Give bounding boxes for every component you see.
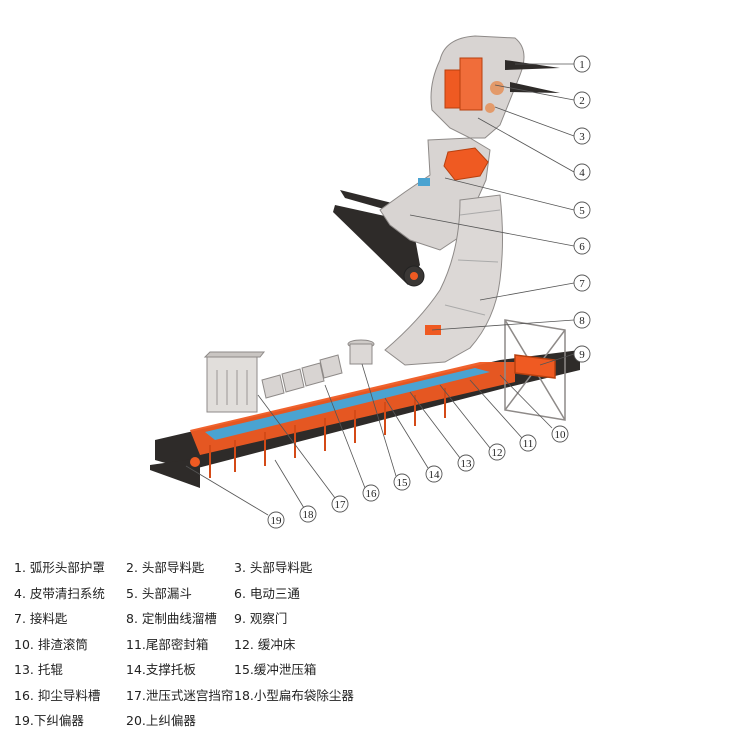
callout-number: 9 <box>579 349 585 361</box>
callout-circle <box>331 495 349 513</box>
callout-14: 14 <box>425 465 443 483</box>
callout-number: 5 <box>579 205 585 217</box>
legend-item: 20.上纠偏器 <box>126 713 196 728</box>
callout-number: 2 <box>579 95 585 107</box>
pressure-relief-box <box>347 339 375 365</box>
legend-item: 8. 定制曲线溜槽 <box>126 611 217 626</box>
callout-circle <box>573 274 591 292</box>
callout-circle <box>573 55 591 73</box>
legend-item: 13. 托辊 <box>14 662 63 677</box>
callout-circle <box>488 443 506 461</box>
callout-8: 8 <box>573 311 591 329</box>
legend-item: 3. 头部导料匙 <box>234 560 313 575</box>
callout-circle <box>425 465 443 483</box>
main-belt-conveyor <box>150 350 580 488</box>
callout-circle <box>457 454 475 472</box>
callout-19: 19 <box>267 511 285 529</box>
callout-circle <box>551 425 569 443</box>
callout-6: 6 <box>573 237 591 255</box>
callout-number: 13 <box>461 458 473 470</box>
callout-number: 18 <box>303 509 315 521</box>
callout-circle <box>362 484 380 502</box>
legend-item: 4. 皮带清扫系统 <box>14 585 105 601</box>
legend-row: 16. 抑尘导料槽 17.泄压式迷宫挡帘18.小型扁布袋除尘器 <box>14 683 734 709</box>
callout-15: 15 <box>393 473 411 491</box>
legend-item: 15.缓冲泄压箱 <box>234 662 317 677</box>
legend-item: 12. 缓冲床 <box>234 636 296 652</box>
head-deflector-plates <box>418 57 504 335</box>
callout-circle <box>393 473 411 491</box>
callout-number: 10 <box>555 429 567 441</box>
callout-circle <box>573 201 591 219</box>
callout-circle <box>519 434 537 452</box>
legend-row: 4. 皮带清扫系统 5. 头部漏斗 6. 电动三通 <box>14 581 734 607</box>
legend-item: 16. 抑尘导料槽 <box>14 687 101 703</box>
legend-item: 9. 观察门 <box>234 611 288 626</box>
callout-number: 16 <box>366 488 378 500</box>
callout-number: 19 <box>271 515 283 527</box>
legend-item: 17.泄压式迷宫挡帘 <box>126 687 234 703</box>
callout-number: 17 <box>335 499 347 511</box>
callout-18: 18 <box>299 505 317 523</box>
callout-17: 17 <box>331 495 349 513</box>
callout-number: 8 <box>579 315 585 327</box>
callout-12: 12 <box>488 443 506 461</box>
component-legend: 1. 弧形头部护罩 2. 头部导料匙 3. 头部导料匙 4. 皮带清扫系统 5. 头部漏… <box>14 555 734 734</box>
callout-7: 7 <box>573 274 591 292</box>
callout-number: 14 <box>429 469 441 481</box>
legend-row: 10. 排渣滚筒 11.尾部密封箱 12. 缓冲床 <box>14 632 734 658</box>
legend-row: 1. 弧形头部护罩 2. 头部导料匙 3. 头部导料匙 <box>14 555 734 581</box>
callout-circle <box>573 311 591 329</box>
legend-item: 11.尾部密封箱 <box>126 636 209 652</box>
legend-item: 14.支撑托板 <box>126 662 196 677</box>
legend-item: 7. 接料匙 <box>14 611 68 626</box>
callout-circle <box>299 505 317 523</box>
legend-item: 1. 弧形头部护罩 <box>14 560 105 575</box>
legend-item: 2. 头部导料匙 <box>126 560 205 575</box>
legend-item: 19.下纠偏器 <box>14 713 84 728</box>
callout-number: 1 <box>579 59 585 71</box>
legend-item: 18.小型扁布袋除尘器 <box>234 687 354 703</box>
callout-circle <box>573 237 591 255</box>
callout-circle <box>573 163 591 181</box>
callout-1: 1 <box>573 55 591 73</box>
callout-circle <box>573 345 591 363</box>
legend-item: 5. 头部漏斗 <box>126 585 192 601</box>
callout-13: 13 <box>457 454 475 472</box>
callout-11: 11 <box>519 434 537 452</box>
legend-row: 13. 托辊 14.支撑托板 15.缓冲泄压箱 <box>14 657 734 683</box>
callout-number: 6 <box>579 241 585 253</box>
callout-9: 9 <box>573 345 591 363</box>
callout-number: 11 <box>523 438 534 450</box>
legend-row: 19.下纠偏器 20.上纠偏器 <box>14 708 734 734</box>
callout-3: 3 <box>573 127 591 145</box>
callout-number: 12 <box>492 447 503 459</box>
legend-item: 6. 电动三通 <box>234 585 300 601</box>
callout-2: 2 <box>573 91 591 109</box>
callout-circle <box>267 511 285 529</box>
callout-5: 5 <box>573 201 591 219</box>
callout-16: 16 <box>362 484 380 502</box>
dust-collector <box>203 351 266 413</box>
callout-number: 15 <box>397 477 409 489</box>
legend-item: 10. 排渣滚筒 <box>14 636 88 652</box>
callout-10: 10 <box>551 425 569 443</box>
callout-number: 4 <box>579 167 585 179</box>
callout-circle <box>573 127 591 145</box>
callout-number: 7 <box>579 278 585 290</box>
legend-row: 7. 接料匙 8. 定制曲线溜槽 9. 观察门 <box>14 606 734 632</box>
callout-4: 4 <box>573 163 591 181</box>
callout-number: 3 <box>579 131 585 143</box>
callout-circle <box>573 91 591 109</box>
leader-lines <box>185 63 575 516</box>
